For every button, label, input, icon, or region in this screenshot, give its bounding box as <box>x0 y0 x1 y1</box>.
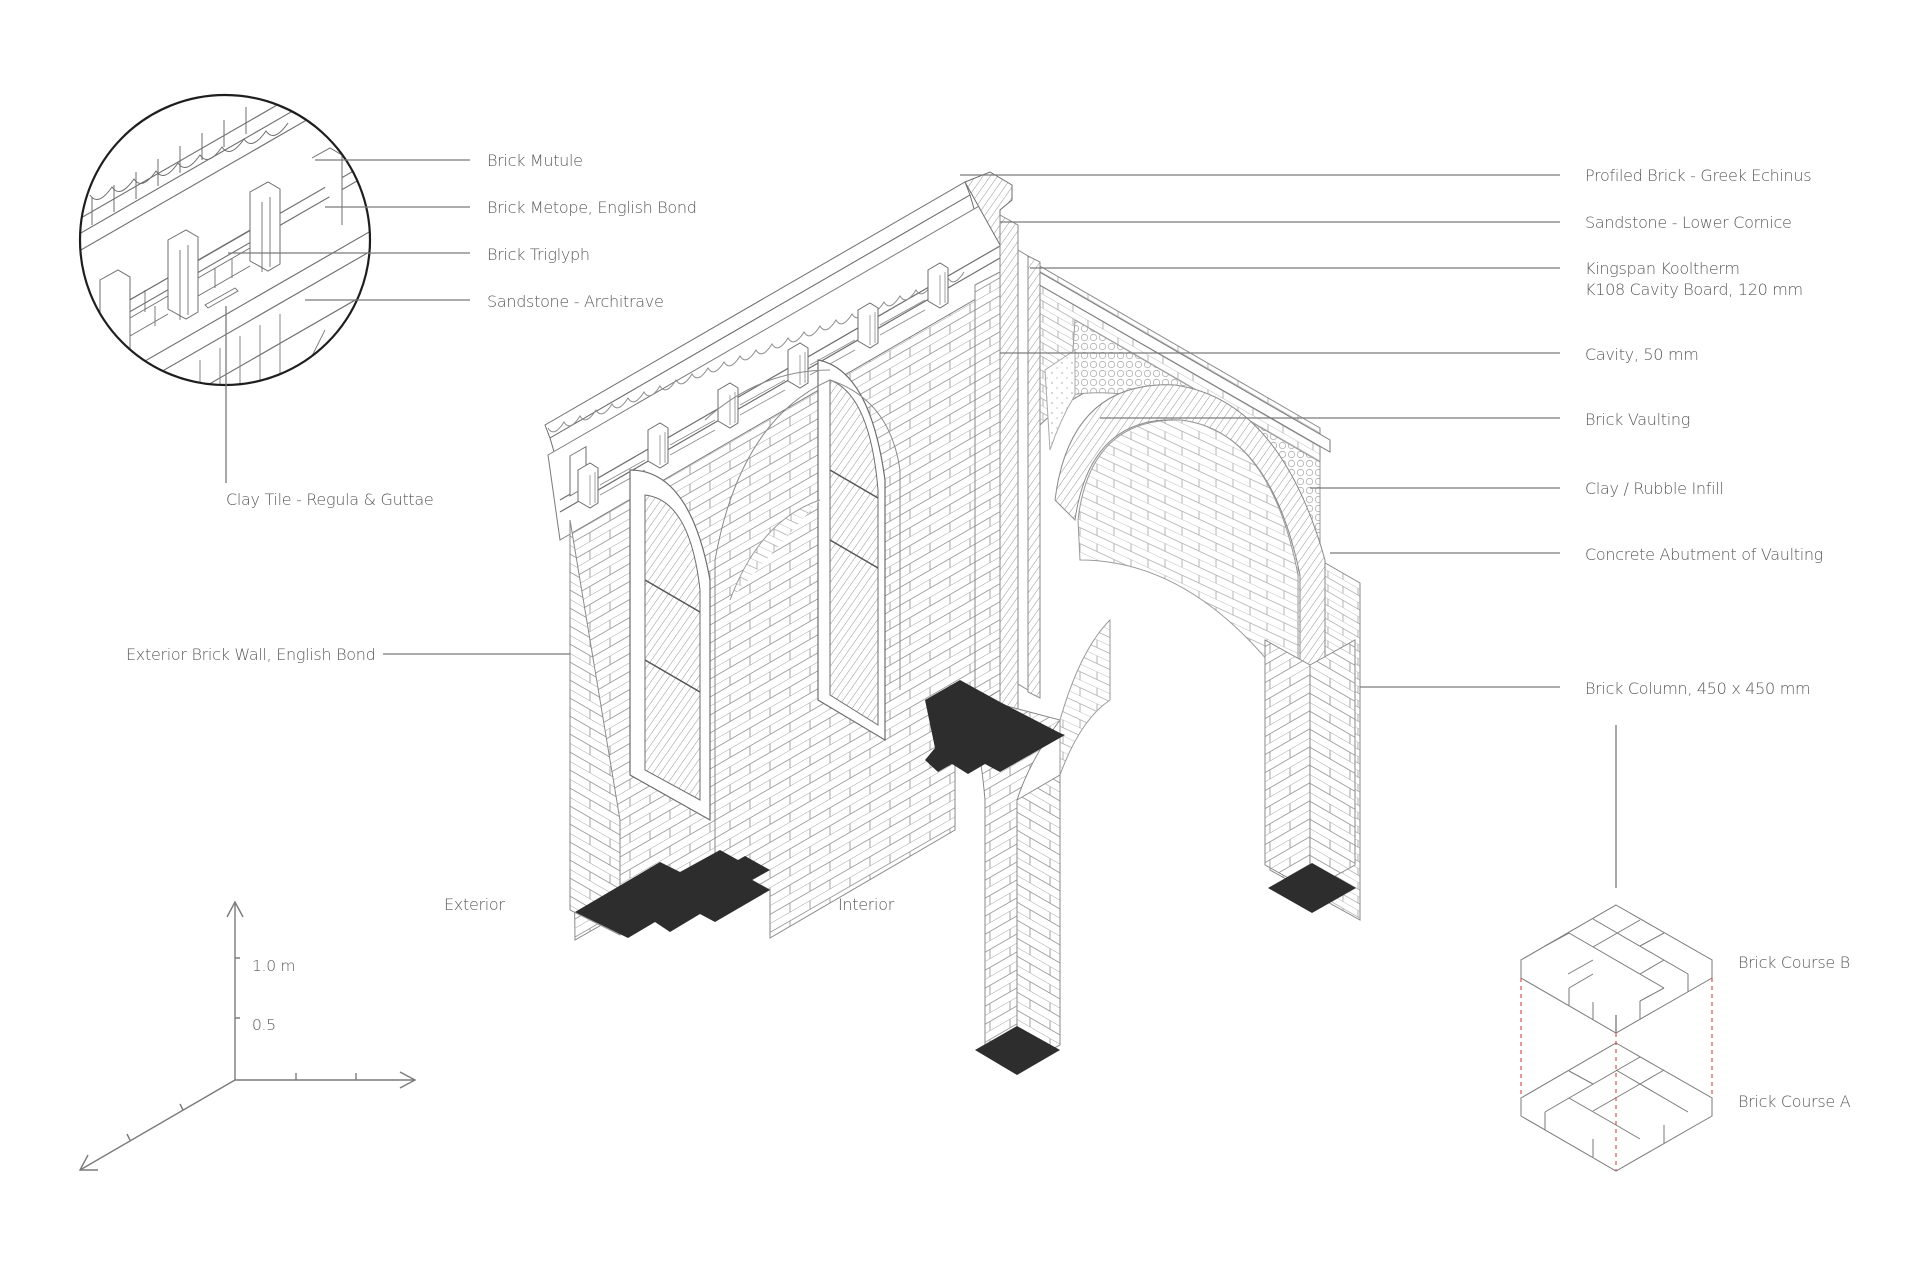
cut-corner <box>925 680 1065 774</box>
label-cavity: Cavity, 50 mm <box>1585 345 1699 364</box>
scale-label-1m: 1.0 m <box>252 957 295 975</box>
label-brick-vaulting: Brick Vaulting <box>1585 410 1690 429</box>
right-leaders <box>960 174 1617 888</box>
detail-callout <box>78 93 372 387</box>
window-left <box>629 469 711 822</box>
cut-center-column <box>975 1026 1060 1075</box>
cut-left-wall <box>575 850 770 938</box>
scale-axes: 1.0 m 0.5 <box>78 900 417 1171</box>
depth-axis <box>79 1079 236 1171</box>
label-brick-course-b: Brick Course B <box>1738 953 1850 972</box>
callout-labels: Brick Mutule Brick Metope, English Bond … <box>226 151 697 509</box>
label-sandstone-architrave: Sandstone - Architrave <box>487 292 664 311</box>
label-kingspan-line1: Kingspan Kooltherm <box>1585 259 1740 278</box>
label-exterior: Exterior <box>444 895 505 914</box>
left-wall-base <box>569 519 621 936</box>
label-brick-course-a: Brick Course A <box>1738 1092 1851 1111</box>
label-sandstone-cornice: Sandstone - Lower Cornice <box>1585 213 1792 232</box>
label-brick-metope: Brick Metope, English Bond <box>487 198 697 217</box>
label-concrete-abutment: Concrete Abutment of Vaulting <box>1585 545 1823 564</box>
label-clay-rubble: Clay / Rubble Infill <box>1585 479 1724 498</box>
window-right <box>817 359 886 742</box>
label-exterior-wall: Exterior Brick Wall, English Bond <box>126 645 375 664</box>
label-brick-mutule: Brick Mutule <box>487 151 583 170</box>
label-clay-tile: Clay Tile - Regula & Guttae <box>226 490 433 509</box>
depth-arrow-icon <box>78 1154 98 1171</box>
label-profiled-brick: Profiled Brick - Greek Echinus <box>1585 166 1811 185</box>
cut-sections <box>575 680 1356 1075</box>
callout-leaders <box>225 159 470 483</box>
callout-circle <box>78 93 372 387</box>
arch-structure <box>544 171 1361 1075</box>
scale-label-0-5: 0.5 <box>252 1016 276 1034</box>
center-column <box>964 618 1111 1069</box>
cut-right-column <box>1268 863 1356 913</box>
vertical-arrow-icon <box>226 900 244 918</box>
label-brick-triglyph: Brick Triglyph <box>487 245 590 264</box>
label-interior: Interior <box>838 895 895 914</box>
brick-course-b <box>1520 904 1714 1034</box>
right-column <box>1264 639 1356 891</box>
label-brick-column: Brick Column, 450 x 450 mm <box>1585 679 1810 698</box>
front-arch <box>704 369 901 860</box>
left-labels: Exterior Brick Wall, English Bond Exteri… <box>126 645 895 914</box>
label-kingspan-line2: K108 Cavity Board, 120 mm <box>1585 280 1803 299</box>
horizontal-arrow-icon <box>399 1071 417 1089</box>
brick-course-diagram: Brick Course B Brick Course A <box>1520 904 1851 1172</box>
right-labels: Profiled Brick - Greek Echinus Sandstone… <box>1585 166 1823 698</box>
